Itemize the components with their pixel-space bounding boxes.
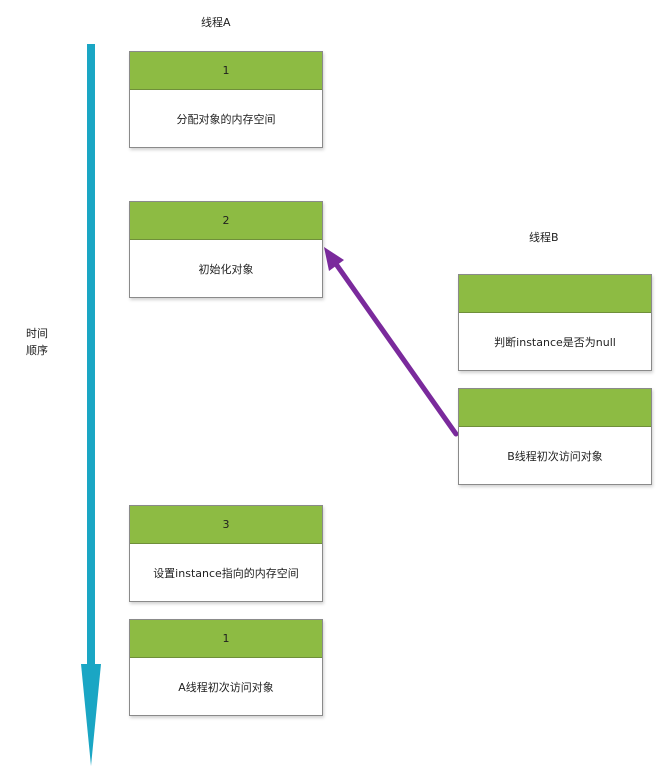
step-text: 设置instance指向的内存空间 — [153, 566, 299, 580]
step-text: A线程初次访问对象 — [178, 680, 274, 694]
time-axis-label-line2: 顺序 — [26, 344, 48, 358]
step-number: 3 — [130, 506, 322, 544]
step-text: 分配对象的内存空间 — [176, 112, 276, 126]
thread-a-step-box: 1 分配对象的内存空间 — [129, 51, 323, 148]
time-axis-label: 时间 顺序 — [26, 325, 48, 359]
thread-b-label: 线程B — [529, 231, 559, 244]
thread-b-step-box: B线程初次访问对象 — [458, 388, 652, 485]
access-arrow — [324, 247, 459, 437]
step-number: 1 — [130, 52, 322, 90]
step-text: B线程初次访问对象 — [507, 449, 603, 463]
step-number: 1 — [130, 620, 322, 658]
step-number — [459, 389, 651, 427]
thread-a-step-box: 2 初始化对象 — [129, 201, 323, 298]
step-text: 判断instance是否为null — [494, 335, 616, 349]
thread-b-step-box: 判断instance是否为null — [458, 274, 652, 371]
time-axis-label-line1: 时间 — [26, 327, 48, 340]
step-number: 2 — [130, 202, 322, 240]
step-number — [459, 275, 651, 313]
step-text: 初始化对象 — [198, 262, 254, 276]
thread-a-step-box: 3 设置instance指向的内存空间 — [129, 505, 323, 602]
thread-a-step-box: 1 A线程初次访问对象 — [129, 619, 323, 716]
time-axis-arrow — [81, 44, 101, 766]
thread-a-label: 线程A — [201, 16, 231, 29]
